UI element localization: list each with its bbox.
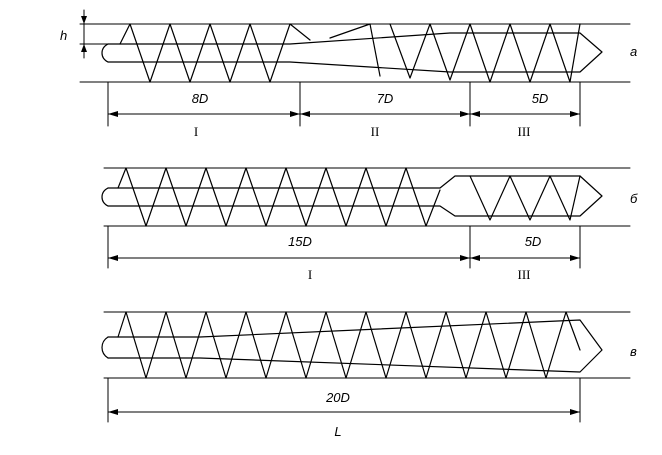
section-length-a-1: 7D [377, 91, 394, 106]
arrow-a-0l [108, 111, 118, 117]
arrow-b-0r [460, 255, 470, 261]
screw-b: 15D 5D I III б [101, 167, 638, 282]
screw-end-c [101, 336, 109, 359]
arrow-b-1l [470, 255, 480, 261]
screw-end-b [101, 187, 109, 207]
screw-a: h 8D 7D 5D I II III а [60, 9, 637, 139]
h-arrow-bottom [81, 44, 87, 52]
section-length-a-2: 5D [532, 91, 549, 106]
section-length-c-0: 20D [325, 390, 350, 405]
arrow-c-0l [108, 409, 118, 415]
arrow-b-0l [108, 255, 118, 261]
screw-flights-a [119, 23, 581, 83]
screw-core-c [107, 319, 603, 373]
arrow-a-2l [470, 111, 480, 117]
arrow-a-2r [570, 111, 580, 117]
zone-label-a-0: I [194, 124, 198, 139]
screw-end-a [101, 43, 109, 63]
zone-label-a-1: II [371, 124, 380, 139]
zone-label-c-0: L [334, 424, 341, 439]
screw-core-b [107, 175, 603, 217]
screw-tag-a: а [630, 44, 637, 59]
section-length-a-0: 8D [192, 91, 209, 106]
section-length-b-0: 15D [288, 234, 312, 249]
screw-core-a [107, 32, 603, 73]
screw-flights-b [117, 167, 581, 227]
screw-tag-c: в [630, 344, 637, 359]
pitch-marker-h: h [60, 28, 67, 43]
arrow-a-1l [300, 111, 310, 117]
arrow-a-1r [460, 111, 470, 117]
zone-label-a-2: III [518, 124, 531, 139]
arrow-b-1r [570, 255, 580, 261]
zone-label-b-1: III [518, 267, 531, 282]
screw-tag-b: б [630, 191, 638, 206]
zone-label-b-0: I [308, 267, 312, 282]
section-length-b-1: 5D [525, 234, 542, 249]
h-arrow-top [81, 16, 87, 24]
arrow-a-0r [290, 111, 300, 117]
screw-flights-c [117, 311, 581, 379]
screw-c: 20D L в [101, 311, 637, 439]
arrow-c-0r [570, 409, 580, 415]
